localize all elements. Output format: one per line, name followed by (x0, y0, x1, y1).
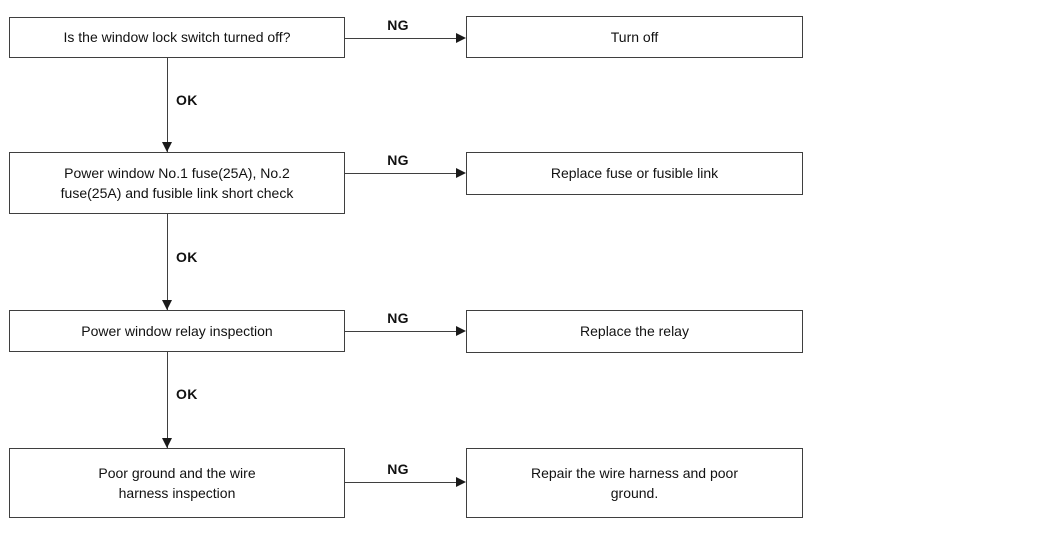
check-box-label: Power window No.1 fuse(25A), No.2 fuse(2… (60, 164, 294, 201)
ng-label: NG (387, 461, 409, 477)
right-arrow-icon (456, 168, 466, 178)
check-box-window-lock-switch: Is the window lock switch turned off? (9, 17, 345, 58)
action-box-label: Repair the wire harness and poor ground. (530, 464, 738, 501)
right-arrow-icon (456, 33, 466, 43)
down-arrow-icon (162, 142, 172, 152)
ok-label: OK (176, 386, 198, 402)
check-box-fuse-short-check: Power window No.1 fuse(25A), No.2 fuse(2… (9, 152, 345, 214)
down-arrow-icon (162, 300, 172, 310)
down-arrow-icon (162, 438, 172, 448)
ok-label: OK (176, 92, 198, 108)
ng-connector-line (345, 173, 457, 174)
ng-label: NG (387, 17, 409, 33)
ng-label: NG (387, 152, 409, 168)
right-arrow-icon (456, 477, 466, 487)
ok-connector-line (167, 214, 168, 310)
check-box-label: Poor ground and the wire harness inspect… (98, 464, 256, 501)
check-box-label: Power window relay inspection (81, 322, 273, 339)
action-box-repair-harness: Repair the wire harness and poor ground. (466, 448, 803, 518)
action-box-turn-off: Turn off (466, 16, 803, 58)
check-box-ground-harness-inspection: Poor ground and the wire harness inspect… (9, 448, 345, 518)
check-box-label: Is the window lock switch turned off? (63, 29, 291, 46)
ng-connector-line (345, 331, 457, 332)
action-box-replace-relay: Replace the relay (466, 310, 803, 353)
action-box-label: Turn off (610, 28, 659, 45)
action-box-label: Replace fuse or fusible link (550, 165, 719, 182)
action-box-label: Replace the relay (580, 323, 689, 340)
ng-connector-line (345, 482, 457, 483)
ok-connector-line (167, 352, 168, 448)
right-arrow-icon (456, 326, 466, 336)
ng-label: NG (387, 310, 409, 326)
check-box-relay-inspection: Power window relay inspection (9, 310, 345, 352)
ok-connector-line (167, 58, 168, 152)
ng-connector-line (345, 38, 457, 39)
ok-label: OK (176, 249, 198, 265)
action-box-replace-fuse: Replace fuse or fusible link (466, 152, 803, 195)
